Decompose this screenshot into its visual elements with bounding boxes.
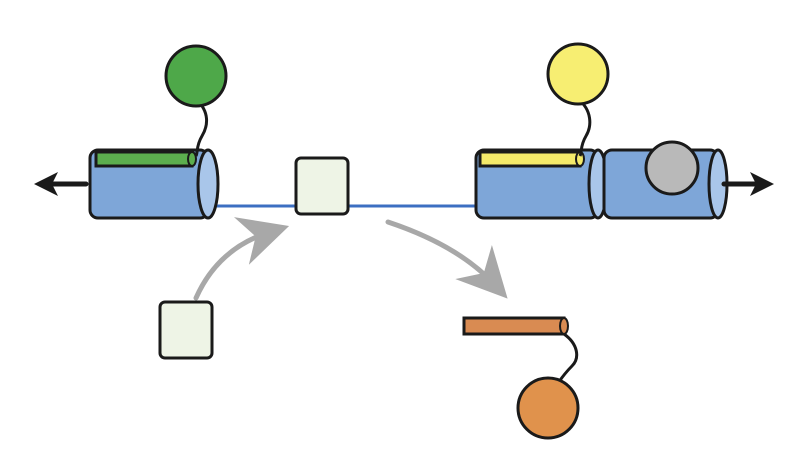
green-bar-body [94, 150, 194, 168]
square-icon [158, 300, 214, 360]
yellow-bar-icon [478, 150, 585, 168]
green-bar-end [187, 151, 197, 167]
tube-end [196, 148, 220, 220]
arrow-left-icon [34, 172, 89, 196]
yellow-bead-icon [546, 42, 610, 106]
gray-bead-icon [644, 140, 700, 196]
orange-bar-body [462, 316, 566, 336]
arrow-right-icon [721, 172, 774, 196]
arrow-left-head [34, 172, 58, 196]
yellow-bar-body [478, 150, 582, 168]
green-bead-icon [164, 44, 228, 108]
tether-icon [577, 97, 592, 157]
orange-product [462, 316, 580, 440]
orange-bar-icon [462, 316, 569, 336]
tether-icon [554, 332, 579, 387]
orange-bead-icon [516, 376, 580, 440]
tether-icon [194, 97, 208, 157]
arrow-right-head [750, 172, 774, 196]
curved-arrow-up-icon [193, 217, 290, 301]
green-bar-icon [94, 150, 197, 168]
orange-bar-end [559, 317, 569, 335]
left-assembly [34, 44, 228, 220]
right-assembly [474, 42, 774, 220]
curved-arrow-down-icon [385, 219, 508, 299]
square-icon [294, 156, 350, 216]
